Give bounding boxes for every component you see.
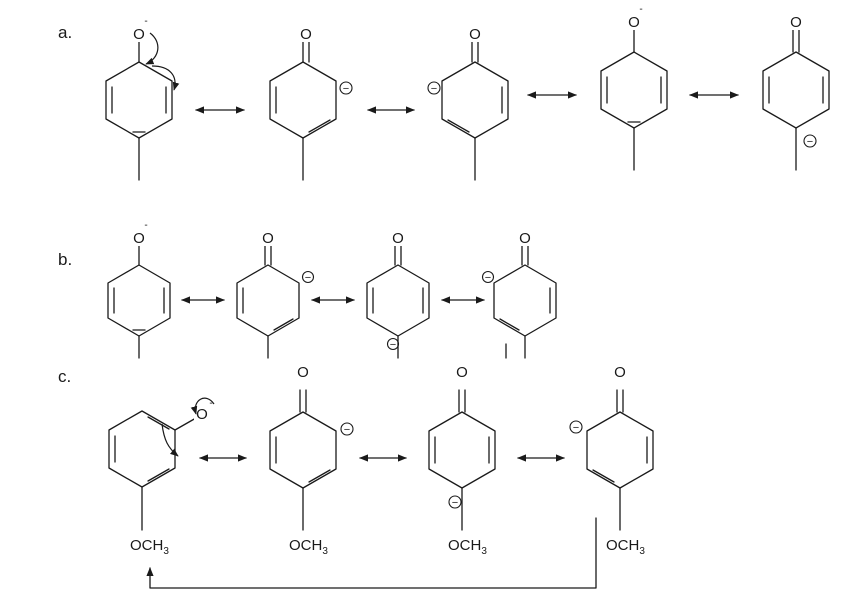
structure-b1-phenoxide: O - xyxy=(107,220,171,359)
structure-a4-phenoxide: O - xyxy=(600,4,668,171)
curly-arrow-icon xyxy=(151,65,180,91)
structure-c3-para-carbanion: O − OCH3 xyxy=(428,364,496,557)
structure-a5-para-carbanion: O − xyxy=(762,14,830,171)
anion-charge-sign: − xyxy=(573,422,579,434)
anion-charge-sign: − xyxy=(305,272,311,284)
curly-arrow-icon xyxy=(190,397,215,415)
methoxy-label: OCH3 xyxy=(130,537,169,557)
negative-charge-sign: - xyxy=(144,16,147,27)
atom-oxygen: O xyxy=(392,230,404,247)
panel-label-c: c. xyxy=(58,367,71,386)
structure-c4-ortho-carbanion: O − OCH3 xyxy=(569,364,654,557)
atom-oxygen: O xyxy=(790,14,802,31)
anion-charge-icon xyxy=(481,270,495,284)
anion-charge-icon xyxy=(803,134,817,148)
atom-oxygen: O xyxy=(614,364,626,381)
anion-charge-sign: − xyxy=(807,136,813,148)
negative-charge-sign: - xyxy=(209,398,212,409)
structure-a3-ortho-carbanion: O − xyxy=(427,26,509,181)
anion-charge-sign: − xyxy=(344,424,350,436)
structure-a2-ortho-carbanion: O − xyxy=(269,26,353,181)
atom-oxygen: O xyxy=(628,14,640,31)
methoxy-label: OCH3 xyxy=(289,537,328,557)
negative-charge-sign: - xyxy=(144,220,147,231)
anion-charge-icon xyxy=(427,81,441,95)
atom-oxygen: O xyxy=(133,230,145,247)
methoxy-label: OCH3 xyxy=(606,537,645,557)
anion-charge-icon xyxy=(301,270,315,284)
anion-charge-sign: − xyxy=(485,272,491,284)
atom-oxygen: O xyxy=(456,364,468,381)
anion-charge-sign: − xyxy=(431,83,437,95)
structure-b3-para-carbanion: O − xyxy=(366,230,430,359)
return-arrow-icon xyxy=(146,517,597,589)
methoxy-label: OCH3 xyxy=(448,537,487,557)
anion-charge-icon xyxy=(340,422,354,436)
negative-charge-sign: - xyxy=(639,4,642,15)
atom-oxygen: O xyxy=(519,230,531,247)
curly-arrow-icon xyxy=(145,32,159,65)
panel-label-b: b. xyxy=(58,250,72,269)
anion-charge-icon xyxy=(569,420,583,434)
anion-charge-icon xyxy=(339,81,353,95)
anion-charge-sign: − xyxy=(390,339,396,351)
anion-charge-icon xyxy=(448,495,462,509)
atom-oxygen: O xyxy=(262,230,274,247)
atom-oxygen: O xyxy=(133,26,145,43)
atom-oxygen: O xyxy=(469,26,481,43)
anion-charge-icon xyxy=(386,337,400,351)
panel-label-a: a. xyxy=(58,23,72,42)
anion-charge-sign: − xyxy=(343,83,349,95)
curly-arrow-icon xyxy=(161,423,179,457)
structure-a1-phenoxide: O - xyxy=(105,16,180,181)
structure-c2-ortho-carbanion: O − OCH3 xyxy=(269,364,354,557)
structure-c1-methoxyphenoxide: O - OCH3 xyxy=(108,397,215,557)
anion-charge-sign: − xyxy=(452,497,458,509)
atom-oxygen: O xyxy=(297,364,309,381)
atom-oxygen: O xyxy=(300,26,312,43)
structure-b4-ortho-carbanion: O − xyxy=(481,230,557,359)
atom-oxygen: O xyxy=(196,406,208,423)
structure-b2-ortho-carbanion: O − xyxy=(236,230,315,359)
